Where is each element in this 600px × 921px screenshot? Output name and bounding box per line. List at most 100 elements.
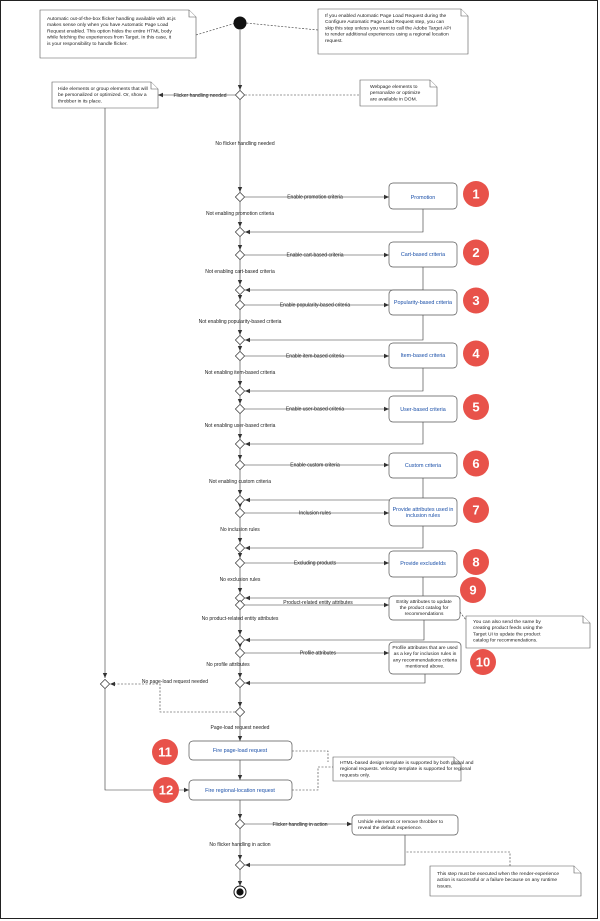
note-hide-elements-text: Hide elements or group elements that wil… <box>58 86 148 92</box>
note-product-feeds <box>465 615 591 649</box>
note-page-load-request-fold <box>460 9 468 17</box>
criteria-5-box-label: User-based criteria <box>400 407 446 413</box>
note-flicker-intro-text: is your responsibility to handle flicker… <box>47 41 128 47</box>
criteria-8-box <box>388 550 458 578</box>
fire-regional-badge-number: 12 <box>159 783 173 798</box>
criteria-7-box-label: Provide attributes used in <box>393 507 454 513</box>
note-page-load-request <box>317 8 469 55</box>
label-flicker-needed: Flicker handling needed <box>173 93 226 99</box>
criteria-1-skip-label: Not enabling promotion criteria <box>206 211 274 217</box>
criteria-5-enable-label: Enable user-based criteria <box>286 407 345 413</box>
note-page-load-request-text: Configure Automatic Page Load Request st… <box>325 19 444 25</box>
note-render-experience-text: issues. <box>437 883 452 889</box>
note-link-flicker <box>195 22 237 36</box>
criteria-7-box-label: inclusion rules <box>406 513 440 519</box>
criteria-7-badge-number: 7 <box>472 503 479 518</box>
criteria-4-enable-label: Enable item-based criteria <box>286 354 344 360</box>
criteria-1-box <box>388 182 458 210</box>
criteria-1-return-edge <box>245 209 424 235</box>
criteria-1-box-label: Promotion <box>411 195 436 201</box>
criteria-1-badge <box>463 181 489 207</box>
criteria-5-merge <box>234 438 246 450</box>
criteria-6-enable-label: Enable custom criteria <box>290 463 340 469</box>
criteria-4-badge-number: 4 <box>472 346 480 361</box>
note-webpage-elements <box>359 79 438 107</box>
criteria-7-box <box>388 497 458 527</box>
note-hide-elements <box>51 81 159 109</box>
decision-flicker <box>234 89 246 101</box>
merge-left <box>99 678 111 690</box>
criteria-8-box-label: Provide excludeIds <box>400 561 446 567</box>
note-link-render <box>406 851 511 866</box>
unhide-box <box>351 814 459 836</box>
criteria-6-box <box>388 452 458 479</box>
note-product-feeds-text: Target UI to update the product <box>473 631 541 637</box>
fire-regional-box <box>188 779 293 801</box>
criteria-3-decision <box>234 299 246 311</box>
note-product-feeds-text: catalog for recommendations. <box>473 638 537 644</box>
entity-return-edge <box>245 620 425 643</box>
note-flicker-intro-fold <box>188 10 196 18</box>
note-link-pageload <box>245 22 319 31</box>
note-render-experience <box>429 865 582 897</box>
criteria-7-skip-label: No inclusion rules <box>220 527 260 533</box>
criteria-3-skip-label: Not enabling popularity-based criteria <box>199 319 282 325</box>
criteria-4-box-label: Item-based criteria <box>401 353 446 359</box>
fire-page-load-label: Fire page-load request <box>213 748 268 754</box>
criteria-4-decision <box>234 350 246 362</box>
note-render-experience-fold <box>573 866 581 874</box>
profile-box-label: Profile attributes that are used <box>392 645 458 651</box>
entity-box-label: Entity attributes to update <box>396 599 452 605</box>
note-product-feeds-text: creating product feeds using the <box>473 625 543 631</box>
criteria-7-enable-label: Inclusion rules <box>299 511 331 517</box>
entity-badge <box>460 577 486 603</box>
profile-box <box>388 641 462 675</box>
note-page-load-request-text: If you enabled Automatic Page Load Reque… <box>325 13 447 19</box>
criteria-2-enable-label: Enable cart-based criteria <box>287 253 344 259</box>
profile-merge <box>234 677 246 689</box>
entity-skip-label: No product-related entity attributes <box>202 616 279 622</box>
note-flicker-intro-text: while fetching the experiences from Targ… <box>47 35 172 41</box>
criteria-7-merge <box>234 542 246 554</box>
note-html-template <box>332 756 462 782</box>
fire-page-load-badge-number: 11 <box>158 745 172 760</box>
criteria-2-box <box>388 241 458 268</box>
note-product-feeds-text: You can also send the same by <box>473 619 541 625</box>
entity-box <box>388 595 461 621</box>
note-render-experience-text: This step must be executed when the rend… <box>437 871 559 877</box>
label-no-page-load: No page-load request needed <box>142 679 208 685</box>
entity-enable-label: Product-related entity attributes <box>283 600 353 606</box>
criteria-3-return-edge <box>245 315 424 343</box>
criteria-2-decision <box>234 249 246 261</box>
note-page-load-request-text: to render additional experiences using a… <box>325 32 449 38</box>
entity-box-label: recommendations <box>405 611 444 617</box>
criteria-5-skip-label: Not enabling user-based criteria <box>205 423 276 429</box>
note-flicker-intro <box>39 9 197 59</box>
note-webpage-elements-text: are available in DOM. <box>370 96 417 102</box>
entity-badge-number: 9 <box>469 583 476 598</box>
criteria-2-merge <box>234 284 246 296</box>
criteria-3-box <box>388 289 458 316</box>
edge-left-to-regional <box>104 689 189 793</box>
criteria-5-box <box>388 395 458 423</box>
start-node <box>233 16 247 30</box>
criteria-1-merge <box>234 226 246 238</box>
profile-decision <box>234 647 246 659</box>
note-hide-elements-fold <box>150 82 158 90</box>
criteria-4-skip-label: Not enabling item-based criteria <box>205 370 276 376</box>
fire-regional-badge <box>153 777 179 803</box>
edge-no-page-load <box>110 681 235 713</box>
criteria-8-badge-number: 8 <box>472 555 479 570</box>
fire-page-load-box <box>188 740 293 761</box>
note-webpage-elements-text: personalize or optimize <box>370 90 421 96</box>
label-no-flicker-in-action: No flicker handling in action <box>209 842 270 848</box>
criteria-1-badge-number: 1 <box>472 187 479 202</box>
criteria-3-badge <box>463 287 489 314</box>
decision-final-flicker <box>234 818 246 830</box>
entity-merge <box>234 634 246 646</box>
criteria-4-badge <box>463 340 489 367</box>
note-flicker-intro-text: Request enabled. This option hides the e… <box>47 28 172 34</box>
criteria-6-skip-label: Not enabling custom criteria <box>209 479 271 485</box>
